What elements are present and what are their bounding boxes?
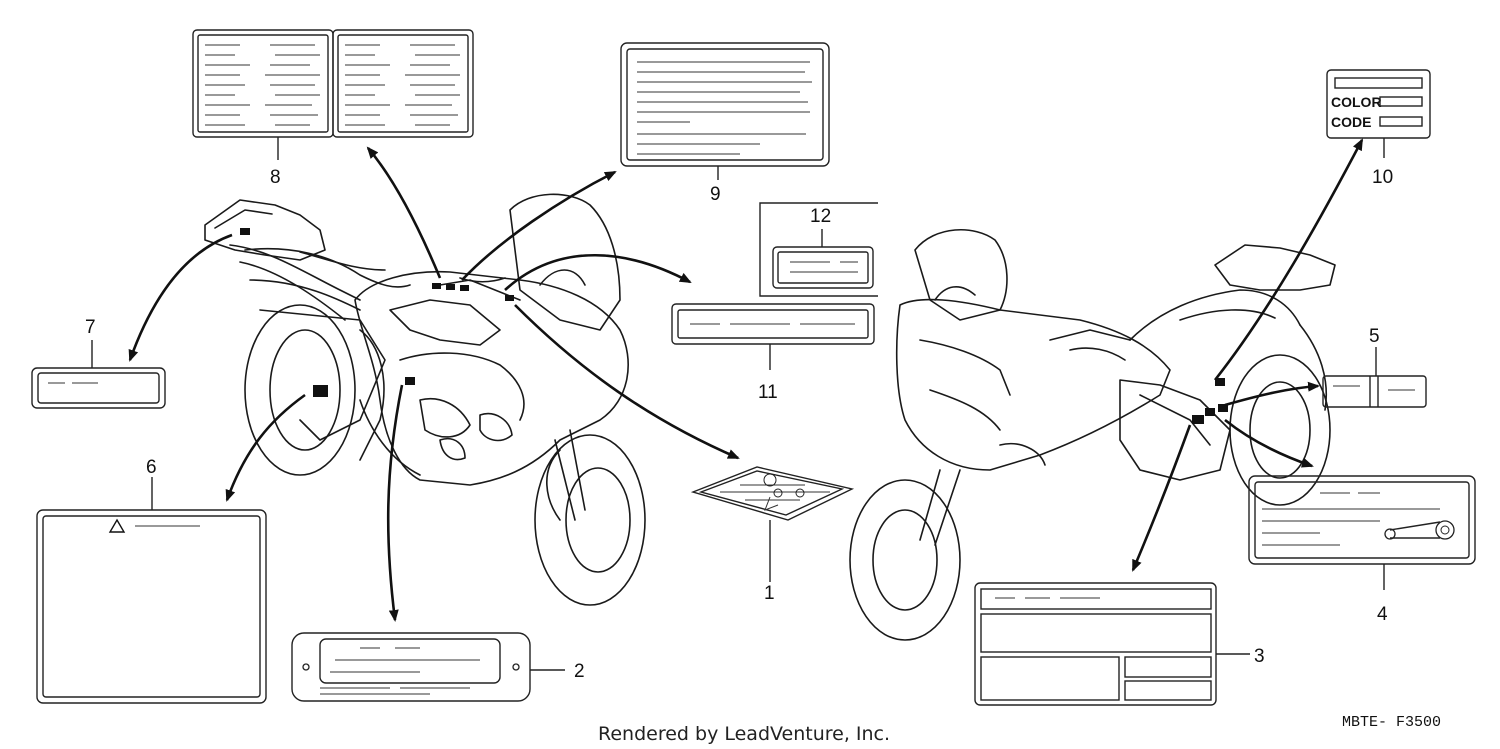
label-number-3: 3	[1254, 646, 1265, 667]
label-1-plate	[690, 466, 855, 582]
drive-chain-icon	[1384, 520, 1455, 540]
label-10-plate: COLOR CODE	[1326, 69, 1431, 158]
pointer-arrows	[128, 138, 1364, 622]
label-number-6: 6	[146, 457, 157, 478]
label-9-plate	[620, 42, 830, 180]
label-2-plate	[291, 632, 565, 702]
label-7-plate	[31, 340, 166, 409]
label-11-plate	[671, 303, 875, 370]
code-label-text: CODE	[1331, 114, 1371, 130]
label-number-11: 11	[758, 382, 778, 403]
label-number-4: 4	[1377, 604, 1388, 625]
motorcycle-right-view	[849, 229, 1336, 641]
diagram-code: MBTE- F3500	[1342, 714, 1441, 731]
label-number-2: 2	[574, 661, 585, 682]
label-number-7: 7	[85, 317, 96, 338]
label-8-plate	[192, 29, 474, 160]
label-3-plate	[974, 582, 1250, 706]
color-label-text: COLOR	[1331, 94, 1382, 110]
warning-triangle-icon	[108, 518, 126, 533]
label-4-plate	[1248, 475, 1476, 590]
label-6-plate	[36, 477, 267, 704]
label-number-10: 10	[1372, 167, 1393, 188]
label-number-12: 12	[810, 206, 831, 227]
label-number-8: 8	[270, 167, 281, 188]
motorcycle-left-view	[204, 193, 646, 606]
label-5-plate	[1322, 347, 1427, 408]
label-12-plate	[759, 202, 878, 297]
render-credit: Rendered by LeadVenture, Inc.	[598, 723, 890, 745]
label-number-5: 5	[1369, 326, 1380, 347]
label-number-1: 1	[764, 583, 775, 604]
label-number-9: 9	[710, 184, 721, 205]
